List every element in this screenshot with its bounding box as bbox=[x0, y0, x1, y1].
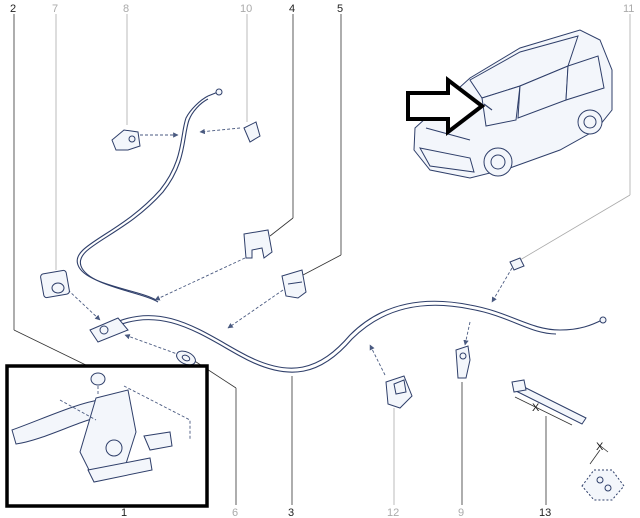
part-12-bracket bbox=[385, 375, 413, 409]
upper-cable-b bbox=[79, 98, 209, 303]
part-8-bracket bbox=[111, 129, 141, 151]
callout-4: 4 bbox=[289, 3, 295, 15]
callout-6: 6 bbox=[232, 507, 238, 518]
part-7-grommet bbox=[40, 269, 70, 299]
callout-7: 7 bbox=[52, 3, 58, 15]
vehicle-illustration bbox=[413, 29, 613, 179]
part-5-clip bbox=[281, 269, 307, 299]
leader-6b bbox=[189, 357, 237, 389]
part-4-clip bbox=[243, 229, 273, 259]
part-13-cable-tie bbox=[511, 379, 587, 426]
mounting-clip-detail bbox=[581, 443, 625, 501]
callout-3: 3 bbox=[288, 507, 294, 518]
callout-numbers: 2 7 8 10 4 5 11 1 6 3 12 9 13 bbox=[10, 3, 634, 518]
upper-cable bbox=[76, 95, 209, 301]
leader-5b bbox=[302, 254, 342, 276]
part-10-cable-end bbox=[207, 88, 261, 143]
main-cable-b bbox=[109, 304, 557, 373]
leader-4b bbox=[269, 217, 294, 237]
part-9-bracket bbox=[455, 345, 471, 379]
lever-base bbox=[87, 457, 153, 483]
tie-dimension-label: X bbox=[532, 402, 540, 414]
callout-13: 13 bbox=[539, 507, 551, 518]
callout-12: 12 bbox=[387, 507, 399, 518]
lever-nut bbox=[90, 372, 106, 386]
callout-9: 9 bbox=[458, 507, 464, 518]
callout-10: 10 bbox=[240, 3, 252, 15]
main-cable bbox=[109, 300, 603, 369]
callout-1: 1 bbox=[121, 507, 127, 518]
lever-pivot bbox=[105, 439, 123, 457]
leader-11b bbox=[519, 194, 631, 261]
assembly-arrows bbox=[67, 127, 513, 376]
callout-8: 8 bbox=[123, 3, 129, 15]
part-11-clip bbox=[509, 257, 525, 271]
lever-bracket bbox=[143, 431, 173, 451]
right-arrow-icon bbox=[406, 75, 486, 137]
leader-2b bbox=[13, 329, 93, 369]
callout-11: 11 bbox=[623, 3, 634, 15]
cable-connector bbox=[89, 316, 607, 343]
callout-5: 5 bbox=[337, 3, 343, 15]
brake-cables bbox=[76, 95, 603, 373]
handbrake-lever-inset bbox=[5, 364, 209, 508]
part-6-grommet bbox=[176, 350, 196, 366]
clip-dimension-label: X bbox=[596, 441, 604, 453]
callout-2: 2 bbox=[10, 3, 16, 15]
